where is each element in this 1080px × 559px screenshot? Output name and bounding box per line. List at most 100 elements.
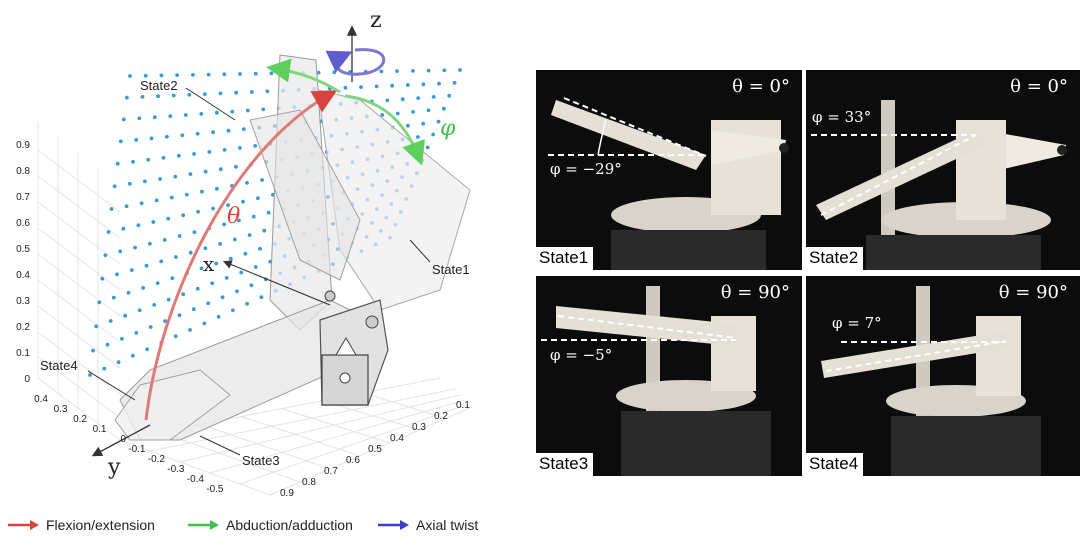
workspace-point: [184, 192, 189, 197]
workspace-point: [143, 179, 147, 184]
workspace-point: [215, 186, 219, 191]
workspace-point: [266, 210, 271, 215]
workspace-point: [140, 95, 145, 99]
workspace-point: [379, 69, 384, 74]
workspace-point: [134, 138, 139, 142]
workspace-point: [126, 290, 131, 295]
workspace-plot: z x y θ φ State2 State1 State4 State3 0.…: [0, 0, 520, 554]
workspace-point: [200, 189, 204, 194]
state2-theta: θ = 0°: [1010, 76, 1068, 97]
workspace-point: [442, 68, 447, 73]
workspace-point: [154, 198, 159, 203]
workspace-point: [134, 331, 139, 335]
x-tick-label: 0.9: [280, 488, 294, 499]
z-axis-label: z: [370, 8, 382, 33]
workspace-point: [374, 84, 379, 89]
legend-flexion-label: Flexion/extension: [46, 517, 155, 533]
workspace-point: [256, 196, 260, 201]
state1-tag: State1: [536, 247, 594, 270]
workspace-point: [169, 195, 174, 200]
workspace-point: [416, 96, 421, 100]
workspace-point: [426, 68, 431, 73]
x-tick-label: 0.2: [434, 411, 448, 422]
workspace-point: [232, 237, 237, 242]
red-arrow-icon: [8, 520, 39, 530]
workspace-point: [111, 295, 116, 300]
workspace-point: [115, 161, 120, 166]
workspace-point: [421, 121, 426, 126]
x-tick-label: 0.6: [346, 455, 360, 466]
workspace-point: [176, 153, 181, 158]
workspace-point: [115, 272, 119, 277]
workspace-point: [120, 336, 124, 341]
workspace-point: [152, 303, 157, 307]
workspace-point: [192, 152, 197, 156]
state1-label: State1: [432, 262, 470, 277]
x-tick-label: 0.7: [324, 466, 338, 477]
workspace-point: [188, 172, 193, 177]
workspace-point: [222, 222, 227, 227]
workspace-point: [146, 157, 151, 162]
workspace-point: [395, 111, 400, 116]
workspace-point: [173, 334, 178, 339]
y-tick-label: -0.2: [147, 454, 165, 465]
photo-state1: θ = 0° φ = −29° State1: [536, 70, 802, 270]
workspace-point: [123, 313, 128, 318]
workspace-point: [316, 70, 321, 75]
workspace-point: [222, 148, 227, 152]
y-tick-label: 0.2: [73, 414, 87, 425]
workspace-point: [411, 110, 415, 114]
flexion-arc: [144, 90, 338, 421]
workspace-point: [207, 150, 212, 154]
workspace-point: [199, 112, 204, 116]
abduction-arc-left: [266, 58, 341, 94]
workspace-point: [127, 181, 132, 186]
state1-phi: φ = −29°: [550, 160, 622, 178]
z-tick-label: 0.9: [16, 140, 30, 151]
state4-illustration: [821, 286, 1041, 476]
z-tick-label: 0.5: [16, 244, 30, 255]
x-tick-label: 0.1: [456, 400, 470, 411]
blue-arrow-icon: [378, 520, 409, 530]
workspace-point: [168, 114, 173, 118]
workspace-point: [175, 73, 180, 77]
workspace-point: [148, 241, 152, 246]
workspace-point: [441, 106, 446, 111]
workspace-point: [187, 92, 192, 97]
workspace-point: [226, 203, 230, 208]
y-tick-label: -0.3: [167, 464, 185, 475]
workspace-point: [171, 93, 176, 98]
workspace-point: [133, 245, 138, 250]
state2-tag: State2: [806, 247, 864, 270]
workspace-point: [421, 82, 426, 87]
workspace-point: [100, 276, 105, 281]
y-tick-label: 0.1: [92, 424, 107, 435]
workspace-point: [245, 181, 249, 185]
workspace-point: [260, 178, 264, 182]
workspace-point: [195, 286, 200, 291]
workspace-point: [218, 242, 223, 246]
workspace-point: [238, 146, 242, 150]
workspace-point: [102, 366, 107, 371]
workspace-point: [124, 204, 129, 209]
workspace-point: [216, 314, 221, 319]
axial-twist-arrow: [325, 48, 386, 76]
workspace-point: [159, 259, 164, 264]
workspace-point: [436, 119, 441, 124]
photo-state2: θ = 0° φ = 33° State2: [806, 70, 1080, 270]
workspace-point: [161, 155, 166, 160]
y-tick-label: -0.5: [206, 484, 224, 495]
workspace-point: [121, 226, 126, 231]
workspace-point: [437, 81, 441, 86]
workspace-point: [239, 270, 244, 275]
workspace-point: [253, 144, 258, 148]
workspace-point: [94, 324, 99, 329]
workspace-point: [238, 72, 242, 76]
y-tick-label: 0.3: [53, 404, 68, 415]
workspace-point: [106, 230, 111, 234]
workspace-point: [395, 69, 399, 73]
workspace-point: [202, 321, 207, 326]
workspace-point: [332, 70, 337, 75]
workspace-point: [103, 253, 108, 258]
photo-state4: θ = 90° φ = 7° State4: [806, 276, 1080, 476]
